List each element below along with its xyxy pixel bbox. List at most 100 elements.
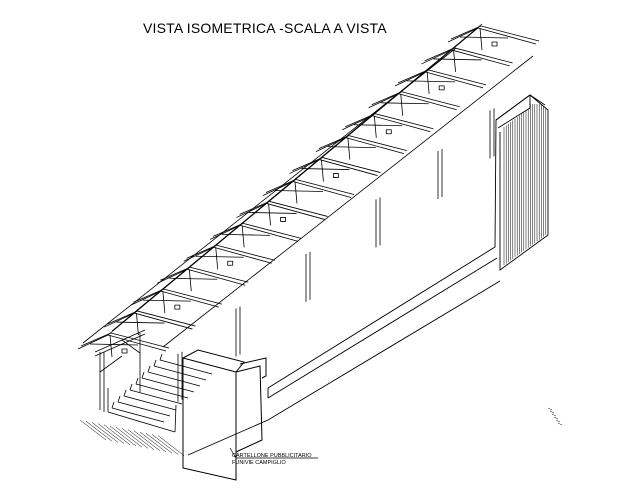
king-post [347, 137, 351, 160]
rafter-right-edge [348, 135, 407, 152]
rafter-left [421, 49, 452, 65]
rafter-right-edge [454, 47, 513, 64]
ground-hatch-line [85, 421, 113, 442]
stair-tread [147, 371, 201, 387]
collar-tie [89, 343, 139, 346]
drawing-title: VISTA ISOMETRICA -SCALA A VISTA [143, 20, 387, 36]
rafter-right [292, 181, 352, 198]
ground-hatch-line [127, 429, 155, 450]
rafter-right [451, 49, 510, 67]
purlin-block [227, 260, 234, 266]
king-post [400, 93, 404, 116]
staircase-walls [187, 94, 549, 456]
portal-brace-right [121, 339, 141, 354]
purlin-block [438, 85, 445, 91]
purlin-block [174, 304, 181, 310]
rafter-left-edge [371, 91, 402, 106]
ground-mark [553, 416, 559, 420]
right-eave-beam [162, 55, 534, 348]
rafter-right-edge [295, 179, 355, 195]
king-post [373, 115, 377, 138]
stair-riser [111, 401, 115, 409]
king-post [294, 181, 298, 204]
rafter-left [447, 27, 479, 43]
rafter-right-edge [216, 244, 275, 261]
collar-tie [380, 102, 429, 105]
collar-tie [142, 299, 191, 302]
stair-tread [117, 401, 171, 417]
stair-riser [135, 377, 139, 385]
rafter-right [477, 27, 537, 45]
collar-tie [116, 321, 165, 324]
rafter-right [266, 203, 325, 220]
collar-tie [459, 36, 509, 39]
king-post [136, 313, 139, 336]
ridge-beam-top [111, 23, 483, 332]
ground-hatch-line [151, 434, 179, 455]
rafter-right-edge [480, 25, 540, 42]
ground-hatch-line [157, 435, 185, 456]
rafter-left-edge [265, 179, 297, 193]
collar-tie [222, 233, 271, 236]
king-post [426, 71, 430, 94]
rafter-right-edge [137, 310, 196, 327]
rafter-left [342, 115, 373, 131]
rafter-left-edge [186, 244, 217, 259]
stair-end-line [174, 404, 177, 433]
purlin-block [121, 348, 128, 354]
rafter-left [394, 71, 426, 87]
collar-tie [274, 190, 324, 192]
king-post [215, 247, 219, 270]
stair-tread [111, 407, 165, 423]
stair-tread [135, 383, 189, 399]
rafter-left [368, 93, 399, 109]
collar-tie [248, 212, 297, 214]
timber-roof-structure [77, 23, 540, 412]
gable-wall [495, 94, 549, 271]
king-post [241, 225, 245, 248]
callout-line-1: CARTELLONE PUBBLICITARIO [232, 453, 312, 459]
rafter-left [77, 334, 109, 350]
ground-mark [547, 407, 553, 411]
rafter-right-edge [243, 222, 302, 239]
rafter-left-edge [292, 157, 323, 171]
rafter-right [398, 93, 457, 111]
stair-riser [129, 383, 133, 391]
rafter-left [262, 181, 294, 196]
rafter-right [372, 115, 431, 133]
wall-base-line [187, 280, 501, 456]
king-post [109, 334, 113, 358]
rafter-right [345, 137, 404, 155]
rafter-right-edge [401, 91, 460, 108]
rafter-left-edge [424, 47, 455, 62]
billboard-side [182, 349, 245, 373]
wall-top-edge [267, 257, 498, 399]
collar-tie [407, 80, 456, 83]
ground-mark [551, 413, 557, 417]
rafter-left-edge [160, 266, 191, 281]
collar-tie [195, 255, 244, 258]
rafter-left [289, 159, 320, 174]
stair-riser [147, 365, 151, 373]
rafter-left-edge [318, 135, 350, 150]
billboard-front [182, 357, 237, 481]
rafter-left-edge [107, 310, 138, 325]
portal-beam-bottom [94, 333, 146, 357]
rafter-left [183, 246, 214, 262]
stair-tread [153, 365, 207, 381]
king-post [162, 291, 166, 314]
rafter-left-edge [133, 288, 165, 303]
stair-tread [129, 389, 183, 405]
billboard-post [235, 365, 263, 453]
stair-riser [141, 371, 145, 379]
stair-base-line [107, 411, 176, 433]
ground-mark [557, 422, 563, 426]
portal-beam-top [94, 329, 146, 353]
stair-tread [141, 377, 195, 393]
rafter-right-edge [322, 157, 381, 173]
rafter-left-edge [80, 332, 112, 347]
ground-hatch-line [133, 430, 161, 451]
rafter-right-edge [375, 113, 434, 130]
rafter-left-edge [239, 201, 270, 215]
rafter-left-edge [450, 25, 482, 40]
